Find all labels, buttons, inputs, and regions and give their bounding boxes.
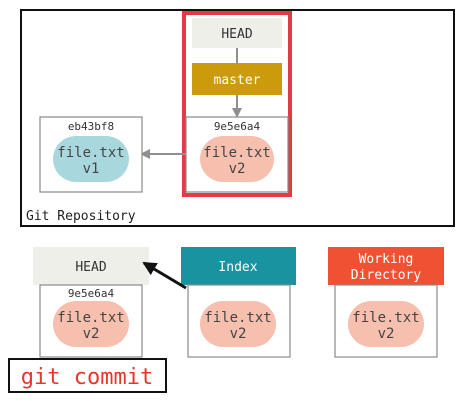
lower-head-hash: 9e5e6a4 (68, 287, 115, 300)
working-directory-label-line2: Directory (351, 268, 422, 283)
master-branch-box (192, 63, 282, 95)
git-repository-label: Git Repository (26, 209, 136, 224)
blob-v2-repo-filename: file.txt (203, 145, 270, 161)
commit-hash-old: eb43bf8 (68, 120, 114, 133)
index-to-head-arrow (142, 261, 187, 290)
repo-head-label: HEAD (221, 27, 252, 42)
new-commit-highlight (182, 11, 292, 197)
blob-v2-head-filename: file.txt (57, 310, 124, 326)
index-label: Index (218, 260, 257, 275)
index-header (181, 247, 296, 285)
blob-v2-workdir (348, 301, 424, 347)
blob-v2-index-version: v2 (230, 326, 247, 342)
blob-v1-repo (53, 136, 129, 182)
blob-v2-head (53, 301, 129, 347)
command-text: git commit (21, 365, 153, 390)
blob-v2-index-filename: file.txt (204, 310, 271, 326)
repo-head-box (192, 18, 282, 48)
blob-v2-index (200, 301, 276, 347)
lower-head-header (33, 247, 149, 285)
blob-v2-head-version: v2 (83, 326, 100, 342)
master-branch-label: master (214, 73, 261, 88)
lower-head-label: HEAD (75, 260, 106, 275)
blob-v2-workdir-version: v2 (378, 326, 395, 342)
blob-v2-repo (200, 136, 274, 182)
blob-v2-workdir-filename: file.txt (352, 310, 419, 326)
blob-v1-repo-filename: file.txt (57, 145, 124, 161)
commit-hash-new: 9e5e6a4 (214, 120, 261, 133)
working-directory-header (328, 247, 444, 285)
working-directory-label-line1: Working (359, 252, 414, 267)
blob-v2-repo-version: v2 (229, 161, 246, 177)
blob-v1-repo-version: v1 (83, 161, 100, 177)
command-box (8, 358, 167, 393)
